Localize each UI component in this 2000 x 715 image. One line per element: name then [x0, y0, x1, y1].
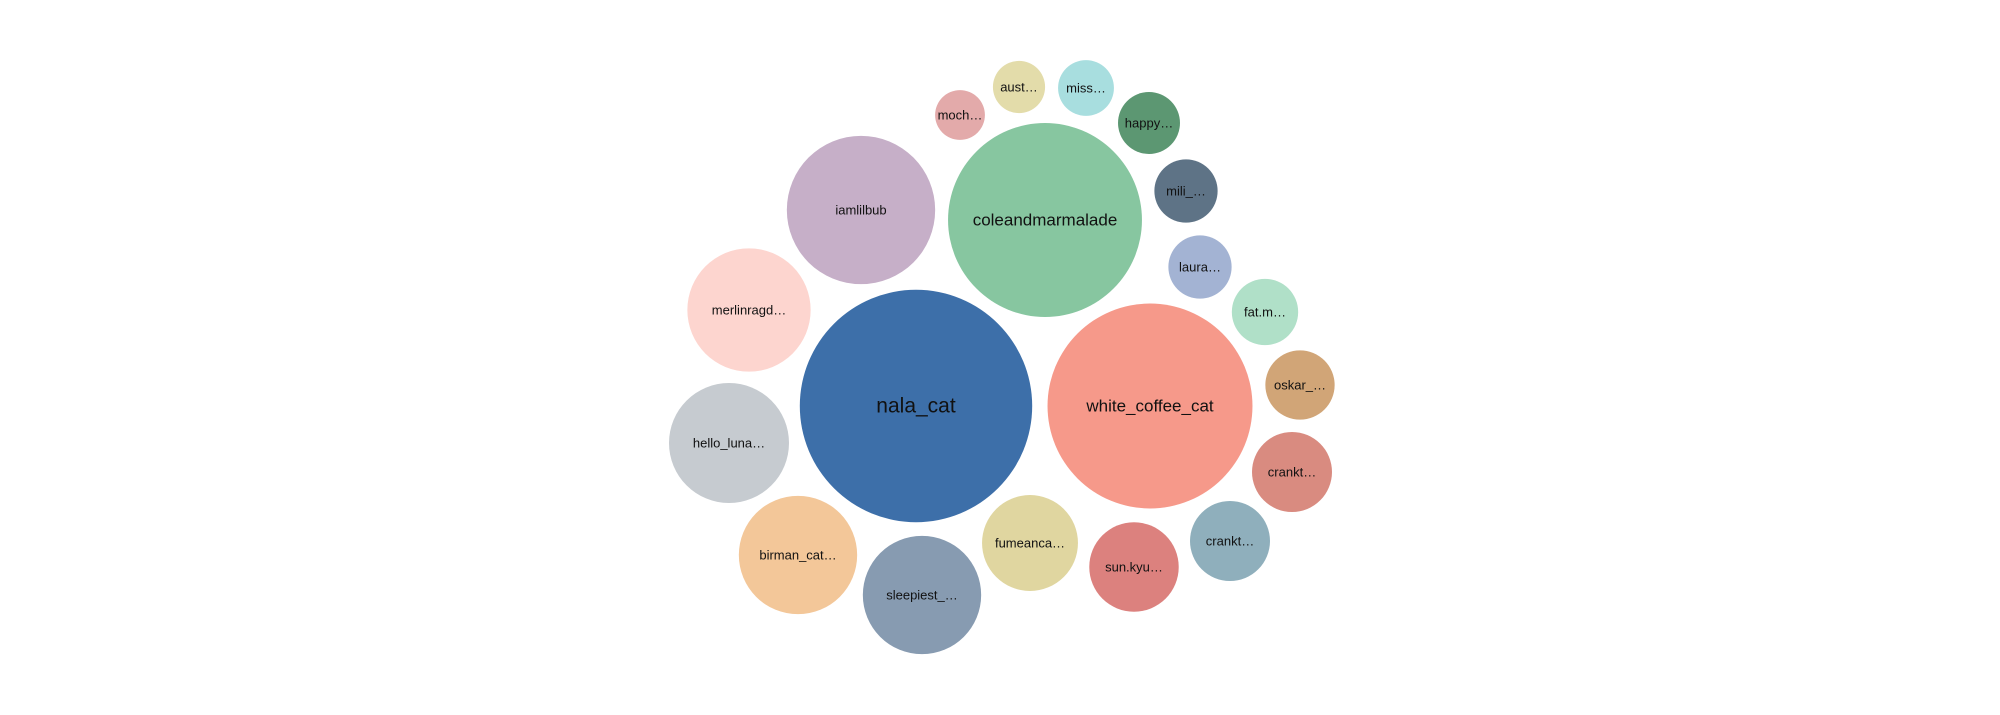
- bubble-label: merlinragd…: [712, 303, 786, 318]
- bubble-label: moch…: [938, 108, 983, 123]
- bubble[interactable]: fumeanca…: [982, 495, 1078, 591]
- bubble[interactable]: crankt…: [1190, 501, 1270, 581]
- bubble-circle[interactable]: [1252, 432, 1332, 512]
- bubble-label: aust…: [1000, 80, 1038, 95]
- bubble[interactable]: iamlilbub: [786, 135, 936, 285]
- bubble-label: mili_…: [1166, 184, 1206, 199]
- bubble-circle[interactable]: [1058, 60, 1114, 116]
- bubble-label: nala_cat: [876, 395, 956, 418]
- bubble-circle[interactable]: [1190, 501, 1270, 581]
- bubble-circle[interactable]: [1231, 278, 1299, 346]
- bubble-label: miss…: [1066, 81, 1106, 96]
- bubble-circle[interactable]: [1154, 159, 1218, 223]
- bubble[interactable]: white_coffee_cat: [1047, 303, 1253, 509]
- bubble[interactable]: moch…: [935, 90, 985, 140]
- bubble[interactable]: miss…: [1058, 60, 1114, 116]
- bubble[interactable]: fat.m…: [1231, 278, 1299, 346]
- bubble-label: hello_luna…: [693, 436, 765, 451]
- bubble-label: fat.m…: [1244, 305, 1286, 320]
- bubble-label: happy…: [1125, 116, 1173, 131]
- bubble[interactable]: mili_…: [1154, 159, 1218, 223]
- bubble-circle[interactable]: [862, 535, 982, 655]
- bubble[interactable]: merlinragd…: [687, 248, 811, 372]
- bubble[interactable]: aust…: [992, 60, 1046, 114]
- bubble[interactable]: nala_cat: [799, 289, 1033, 523]
- bubble-circle[interactable]: [1265, 350, 1335, 420]
- bubble[interactable]: oskar_…: [1265, 350, 1335, 420]
- bubble-circle[interactable]: [669, 383, 789, 503]
- bubble[interactable]: laura…: [1168, 235, 1232, 299]
- bubble[interactable]: birman_cat…: [738, 495, 858, 615]
- bubble[interactable]: sun.kyu…: [1089, 522, 1179, 612]
- bubble-circle[interactable]: [1047, 303, 1253, 509]
- bubble-circle[interactable]: [935, 90, 985, 140]
- bubble-circle[interactable]: [799, 289, 1033, 523]
- bubble-label: white_coffee_cat: [1085, 397, 1214, 416]
- bubble-label: crankt…: [1206, 534, 1254, 549]
- bubble-label: fumeanca…: [995, 536, 1065, 551]
- bubble[interactable]: coleandmarmalade: [948, 123, 1142, 317]
- bubble-circle[interactable]: [1089, 522, 1179, 612]
- bubble-label: sleepiest_…: [886, 588, 958, 603]
- bubble[interactable]: hello_luna…: [669, 383, 789, 503]
- bubble-label: laura…: [1179, 260, 1221, 275]
- bubble-circle[interactable]: [1168, 235, 1232, 299]
- bubble-circle[interactable]: [992, 60, 1046, 114]
- bubble-circle[interactable]: [738, 495, 858, 615]
- bubble-label: iamlilbub: [835, 203, 886, 218]
- bubble-label: sun.kyu…: [1105, 560, 1163, 575]
- bubble-label: crankt…: [1268, 465, 1316, 480]
- bubble[interactable]: happy…: [1118, 92, 1180, 154]
- bubble-label: birman_cat…: [759, 548, 836, 563]
- bubble-label: coleandmarmalade: [973, 211, 1118, 230]
- bubble-circle[interactable]: [948, 123, 1142, 317]
- bubble-circle[interactable]: [687, 248, 811, 372]
- bubble-circle[interactable]: [982, 495, 1078, 591]
- bubble-circle[interactable]: [1118, 92, 1180, 154]
- bubble[interactable]: crankt…: [1252, 432, 1332, 512]
- bubble-label: oskar_…: [1274, 378, 1326, 393]
- bubble[interactable]: sleepiest_…: [862, 535, 982, 655]
- bubble-circle[interactable]: [786, 135, 936, 285]
